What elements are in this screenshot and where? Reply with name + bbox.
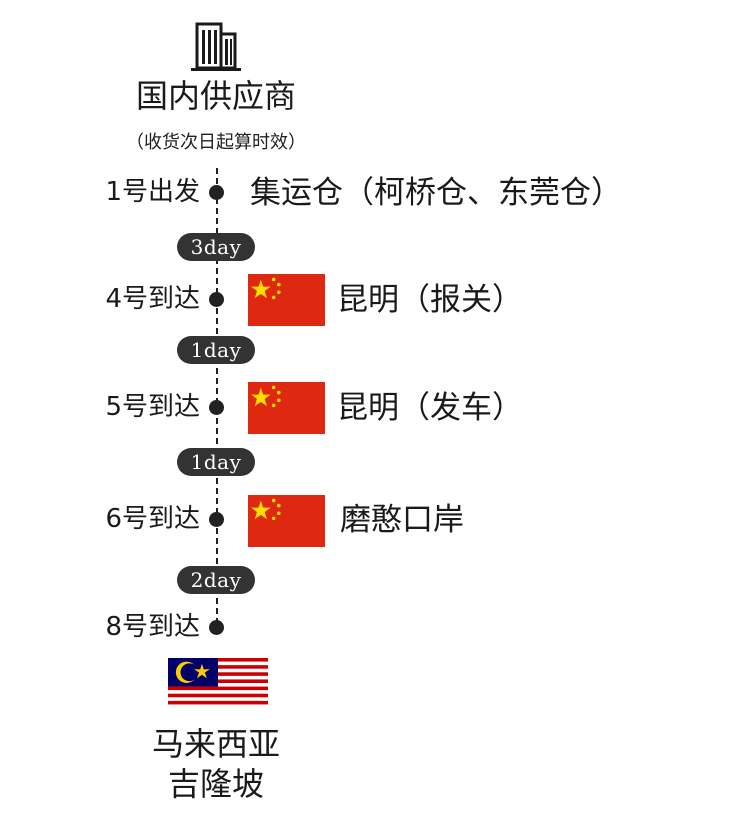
duration-pill: 1day [177,448,255,476]
stop-day-label: 6号到达 [105,504,200,534]
stop-day-label: 4号到达 [105,284,200,314]
timeline-dot [209,185,224,200]
china-flag-icon [248,495,325,547]
duration-pill: 2day [177,566,255,594]
stop-day-label: 5号到达 [105,392,200,422]
stop-place-label: 集运仓（柯桥仓、东莞仓） [250,175,622,211]
origin-title: 国内供应商 [135,77,296,115]
timeline-dot [209,620,224,635]
stop-day-label: 8号到达 [105,612,200,642]
duration-pill: 1day [177,336,255,364]
destination-country: 马来西亚 [151,725,280,763]
origin-note: （收货次日起算时效） [126,132,306,153]
stop-day-label: 1号出发 [105,177,200,207]
destination-city: 吉隆坡 [167,765,264,803]
timeline-dot [209,400,224,415]
china-flag-icon [248,274,325,326]
duration-pill: 3day [177,233,255,261]
timeline-dot [209,512,224,527]
stop-place-label: 磨憨口岸 [340,502,464,538]
building-icon [191,22,241,71]
stop-place-label: 昆明（报关） [337,282,523,318]
timeline-dot [209,292,224,307]
china-flag-icon [248,382,325,434]
stop-place-label: 昆明（发车） [337,390,523,426]
timeline-line [216,168,218,624]
malaysia-flag-icon [168,658,268,708]
